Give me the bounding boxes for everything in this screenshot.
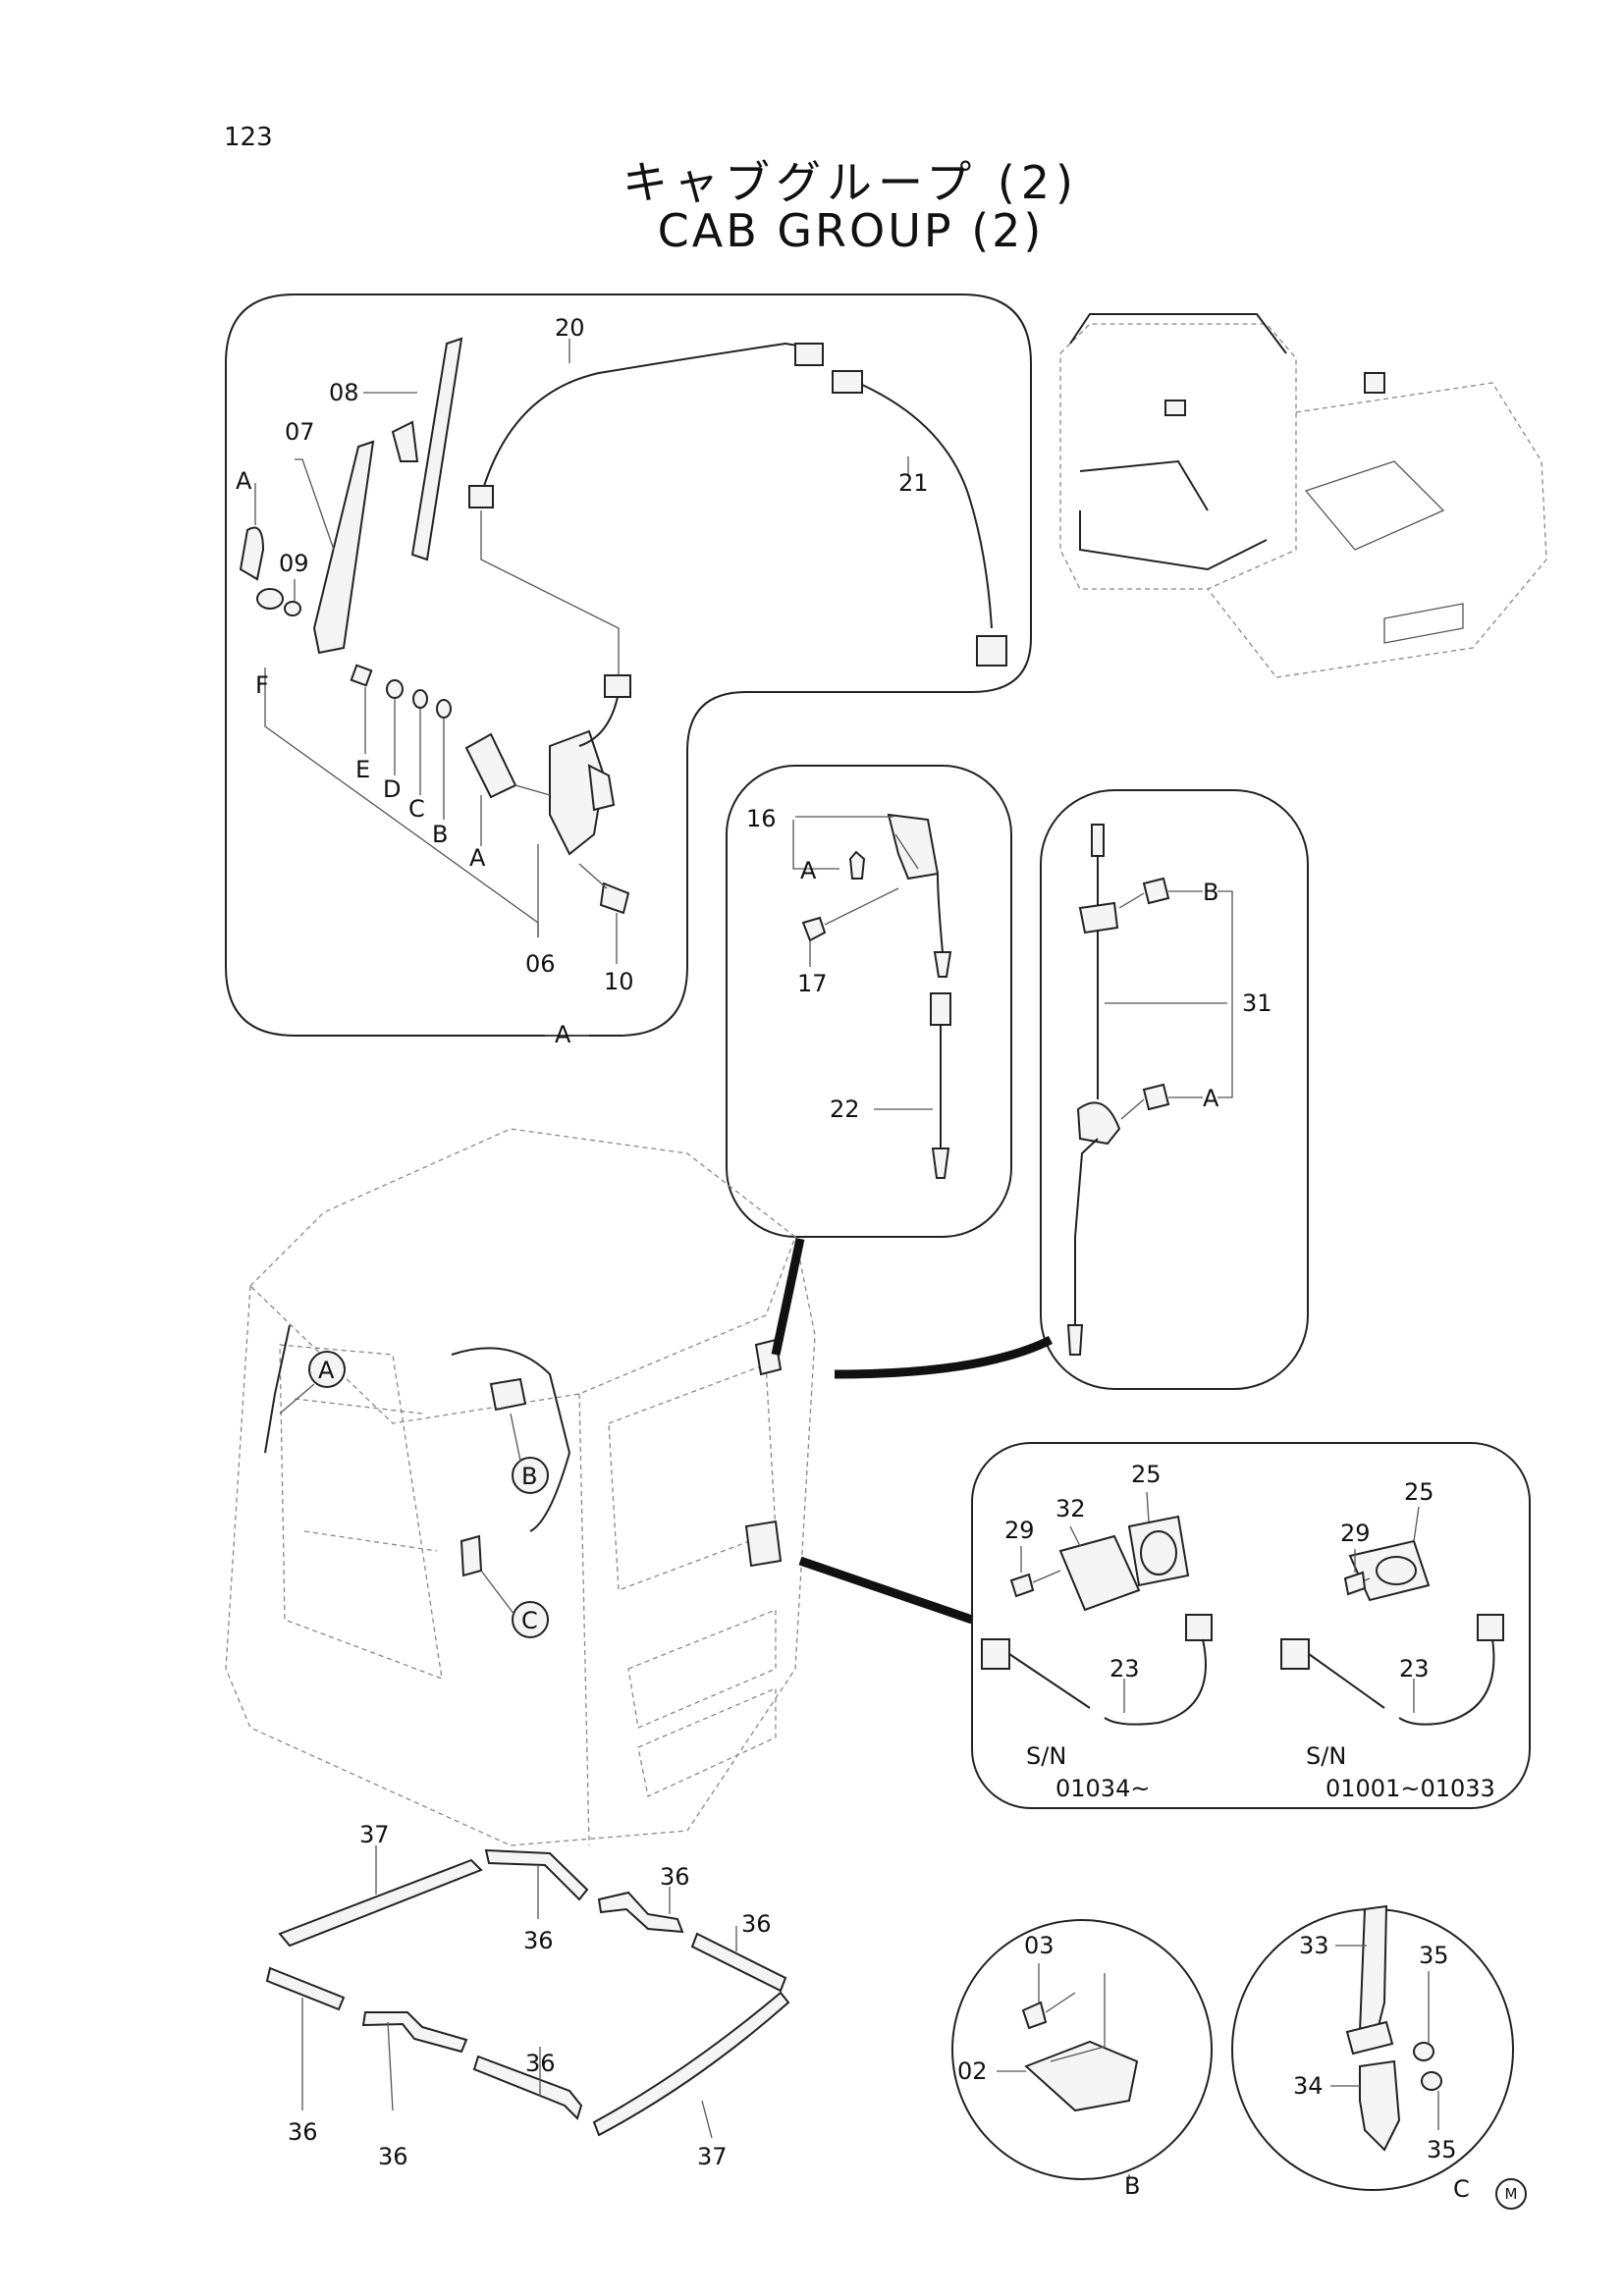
callout-panel-C: C (1453, 2175, 1470, 2203)
callout-09: 09 (279, 550, 309, 577)
panel-speakers: 29 32 25 23 29 25 23 S/N 01034~ S/N 0100… (971, 1442, 1531, 1809)
callout-panel-B: B (1124, 2172, 1140, 2200)
callout-33: 33 (1299, 1932, 1329, 1959)
panel-31-outline (1040, 789, 1309, 1390)
serial-range-b: 01001~01033 (1325, 1775, 1495, 1802)
callout-B-31: B (1203, 879, 1218, 906)
callout-29-b: 29 (1340, 1520, 1371, 1547)
bubble-B (512, 1457, 549, 1494)
callout-23-a: 23 (1109, 1655, 1140, 1682)
callout-C: C (408, 795, 425, 823)
panel-a-wiper: 08 07 A 09 F E D C B A 06 10 20 21 A (225, 294, 1032, 1048)
serial-range-a: 01034~ (1055, 1775, 1150, 1802)
callout-E: E (355, 756, 370, 783)
callout-37-a: 37 (359, 1821, 390, 1848)
callout-20: 20 (555, 314, 585, 342)
floor-seals: 37 36 36 36 36 36 36 37 (265, 1821, 790, 2170)
panel-room-light: 16 A 17 22 (726, 765, 1012, 1238)
machine-overview (1059, 313, 1547, 678)
callout-03: 03 (1024, 1932, 1055, 1959)
callout-D: D (383, 775, 401, 803)
callout-panel-A: A (555, 1021, 571, 1048)
callout-A-31: A (1203, 1085, 1219, 1112)
panel-light-outline (726, 765, 1012, 1238)
callout-36-c: 36 (741, 1910, 772, 1938)
callout-A: A (236, 467, 252, 495)
callout-36-e: 36 (378, 2143, 408, 2170)
serial-label-a: S/N (1026, 1742, 1066, 1770)
footer-mark: M (1495, 2178, 1527, 2210)
callout-35-a: 35 (1419, 1942, 1449, 1969)
callout-21: 21 (898, 469, 929, 497)
callout-29-a: 29 (1004, 1517, 1035, 1544)
callout-36-f: 36 (525, 2050, 556, 2077)
callout-07: 07 (285, 418, 315, 446)
callout-36-d: 36 (288, 2118, 318, 2146)
callout-10: 10 (604, 968, 634, 995)
connector-speaker (798, 1556, 974, 1625)
callout-B: B (432, 821, 448, 848)
callout-F: F (255, 671, 269, 699)
callout-31: 31 (1242, 989, 1272, 1017)
callout-A-bulb: A (800, 857, 817, 884)
cab-drawing: A B C (225, 1128, 816, 1846)
callout-34: 34 (1293, 2072, 1324, 2100)
bubble-C (512, 1601, 549, 1638)
panel-31: B 31 A (1040, 789, 1309, 1390)
callout-35-b: 35 (1427, 2136, 1457, 2163)
callout-02: 02 (957, 2057, 988, 2085)
bubble-A-label: A (318, 1357, 335, 1384)
callout-32: 32 (1055, 1495, 1086, 1522)
callout-17: 17 (797, 970, 828, 997)
wiper-blade (410, 337, 463, 561)
callout-37-b: 37 (697, 2143, 728, 2170)
panel-a-outline (225, 294, 1032, 1037)
title-english: CAB GROUP (2) (657, 204, 1045, 257)
bubble-C-label: C (521, 1607, 538, 1634)
panel-speaker-outline (971, 1442, 1531, 1809)
callout-A-sleeve: A (469, 844, 486, 872)
panel-b-outline (951, 1919, 1213, 2180)
callout-06: 06 (525, 950, 556, 978)
callout-22: 22 (830, 1095, 860, 1123)
panel-c-circle: 33 35 34 35 C (1231, 1904, 1514, 2203)
connector-31 (834, 1335, 1054, 1379)
bubble-A (308, 1351, 346, 1388)
callout-23-b: 23 (1399, 1655, 1430, 1682)
callout-36-a: 36 (523, 1927, 554, 1954)
bubble-B-label: B (521, 1463, 537, 1490)
title-japanese: キャブグループ (2) (622, 156, 1080, 209)
page-number: 123 (224, 123, 273, 152)
serial-label-b: S/N (1306, 1742, 1346, 1770)
callout-36-b: 36 (660, 1863, 690, 1891)
connector-light (771, 1238, 805, 1356)
callout-25-b: 25 (1404, 1478, 1434, 1506)
panel-b-circle: 03 02 B (951, 1919, 1213, 2200)
callout-08: 08 (329, 379, 359, 406)
wiper-motor (549, 729, 606, 856)
callout-25-a: 25 (1131, 1461, 1162, 1488)
wiper-arm (312, 440, 375, 655)
callout-16: 16 (746, 805, 777, 832)
